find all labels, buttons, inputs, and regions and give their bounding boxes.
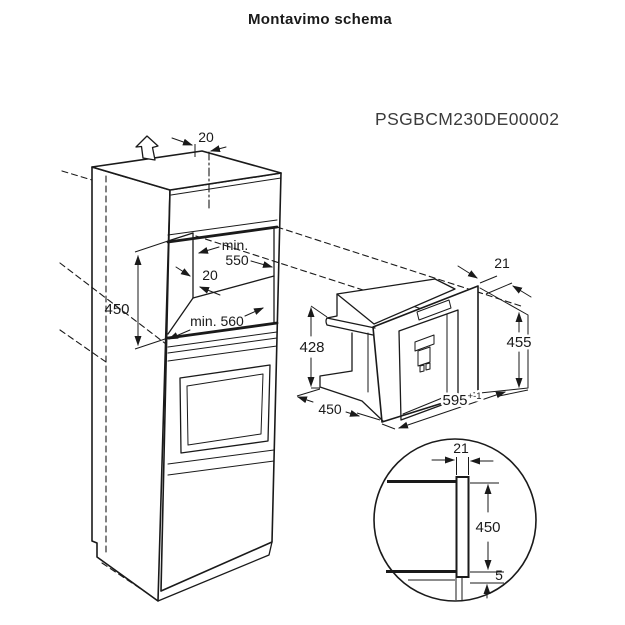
door-panel-section bbox=[455, 476, 470, 578]
appliance-body-profile bbox=[319, 293, 384, 422]
appliance-isometric-view: 21 455 428 450 595+-1 bbox=[296, 255, 534, 430]
projection-lines bbox=[195, 226, 525, 323]
dim-front-width-value: 595 bbox=[442, 392, 467, 409]
dim-front-width: 595+-1 bbox=[381, 389, 529, 430]
dim-front-width-label: 595+-1 bbox=[442, 391, 481, 409]
dim-niche-width-value: 550 bbox=[225, 252, 249, 268]
detail-dim-clearance-label: 5 bbox=[495, 567, 503, 583]
page-title: Montavimo schema bbox=[248, 11, 392, 28]
dim-panel-overlap-label: 21 bbox=[494, 255, 510, 271]
dim-rear-vent-gap-label: 20 bbox=[202, 267, 218, 283]
appliance-body-top bbox=[336, 278, 456, 325]
drawing-code: PSGBCM230DE00002 bbox=[375, 109, 559, 129]
dim-front-height: 455 bbox=[504, 312, 534, 388]
dim-body-depth: 450 bbox=[296, 388, 381, 421]
oven-door-window bbox=[179, 364, 271, 454]
detail-dim-panel-overlap-label: 21 bbox=[453, 440, 469, 456]
dim-body-height-label: 428 bbox=[299, 339, 324, 356]
dim-panel-overlap: 21 bbox=[457, 255, 532, 298]
airflow-up-arrow-icon bbox=[135, 135, 159, 161]
detail-circle bbox=[373, 438, 537, 602]
oven-front bbox=[167, 345, 278, 476]
dim-niche-width-min-label: min. bbox=[222, 237, 248, 253]
dim-body-height: 428 bbox=[297, 305, 328, 389]
niche-plane bbox=[479, 287, 529, 394]
detail-dim-height: 450 bbox=[470, 482, 503, 570]
dim-niche-width: min. 550 bbox=[198, 237, 273, 268]
dim-niche-height-label: 450 bbox=[104, 301, 129, 318]
cabinet-side-face bbox=[91, 166, 171, 602]
detail-dim-height-label: 450 bbox=[475, 519, 500, 536]
dim-niche-depth: min. 560 bbox=[168, 307, 264, 340]
detail-dim-panel-overlap: 21 bbox=[431, 440, 494, 475]
dim-niche-depth-label: min. 560 bbox=[190, 313, 244, 329]
coffee-spout bbox=[414, 334, 435, 373]
display-slot bbox=[416, 299, 452, 321]
dim-top-rear-gap-label: 20 bbox=[198, 129, 214, 145]
dim-body-depth-label: 450 bbox=[318, 401, 342, 417]
cabinet-isometric-view: 20 450 min. 550 20 min. 560 bbox=[59, 129, 282, 602]
detail-dim-clearance: 5 bbox=[470, 567, 504, 599]
dim-niche-height: 450 bbox=[104, 240, 169, 350]
dim-rear-vent-gap: 20 bbox=[175, 266, 221, 296]
dim-front-height-label: 455 bbox=[506, 334, 531, 351]
cabinet-top-face bbox=[91, 150, 282, 191]
detail-circle-view: 21 450 5 bbox=[373, 438, 537, 602]
cabinet-plinth bbox=[157, 541, 273, 602]
niche-interior bbox=[167, 227, 275, 335]
dim-top-rear-gap: 20 bbox=[171, 129, 227, 210]
dim-front-width-tolerance: +-1 bbox=[468, 391, 482, 402]
